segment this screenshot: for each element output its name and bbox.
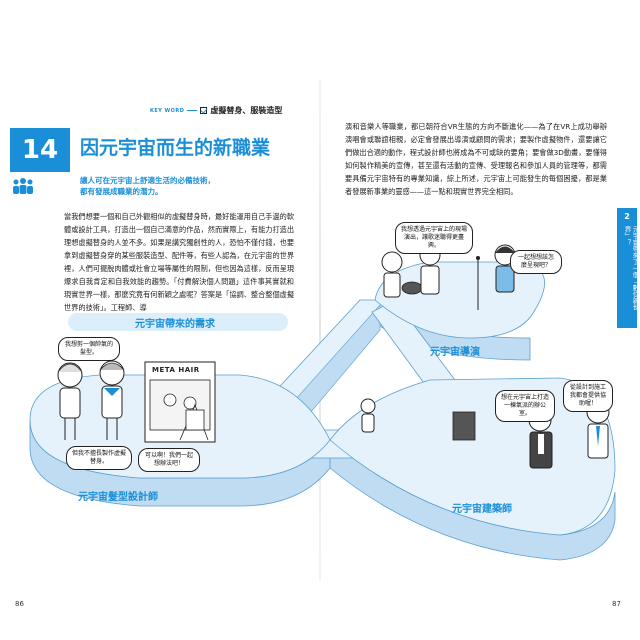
section-heading-bar bbox=[68, 313, 288, 331]
body-text-right: 演和音樂人等職業，都已朝符合VR生態的方向不斷進化——為了在VR上成功舉辦演唱會… bbox=[345, 122, 607, 196]
bubble-leave-to-me: 從設計到施工我都會提供協助喔！ bbox=[563, 380, 613, 412]
bubble-build-office: 想在元宇宙上打造一棟氣派的辦公室。 bbox=[495, 390, 555, 422]
side-tab-number: 2 bbox=[624, 212, 630, 221]
chapter-number: 14 bbox=[10, 128, 70, 172]
keyword-text: 虛擬替身、服裝造型 bbox=[210, 106, 283, 115]
chapter-title: 因元宇宙而生的新職業 bbox=[80, 137, 271, 159]
book-gutter bbox=[319, 80, 321, 580]
label-architect: 元宇宙建築師 bbox=[452, 504, 512, 515]
section-title: 元宇宙帶來的需求 bbox=[135, 319, 215, 330]
subtitle-line-2: 都有發展成職業的潛力。 bbox=[80, 187, 163, 196]
bubble-cant-make: 但我不擅長製作虛擬替身。 bbox=[66, 446, 132, 470]
bubble-together: 一起想想該怎麼呈現吧？ bbox=[510, 250, 562, 274]
hair-designer-scene bbox=[57, 360, 216, 443]
bubble-can-do: 可以啊！我們一起想辦法吧！ bbox=[138, 448, 200, 472]
walking-person bbox=[360, 398, 376, 433]
page-number-left: 86 bbox=[15, 600, 24, 608]
people-icon bbox=[13, 178, 33, 194]
chapter-subtitle: 讓人可在元宇宙上舒適生活的必備技術， 都有發展成職業的潛力。 bbox=[80, 175, 215, 197]
keyword-strip: KEY WORD 虛擬替身、服裝造型 bbox=[150, 105, 282, 116]
page-number-right: 87 bbox=[612, 600, 621, 608]
side-tab-text: 元宇宙帶來了一個「數位新世界」？ bbox=[623, 226, 639, 311]
keyword-arrow-icon bbox=[187, 110, 198, 111]
keyword-label: KEY WORD bbox=[150, 107, 185, 114]
bubble-want-show: 我想透過元宇宙上的現場演出，讓歌迷聽得更盡興。 bbox=[395, 222, 473, 254]
body-text-left: 當我們想要一個和自己外觀相似的虛擬替身時，最好能運用自己手邊的軟體或設計工具，打… bbox=[64, 212, 295, 312]
subtitle-line-1: 讓人可在元宇宙上舒適生活的必備技術， bbox=[80, 176, 215, 185]
director-scene bbox=[381, 244, 516, 310]
checkbox-icon bbox=[200, 107, 208, 114]
bubble-want-hair: 我想剪一個帥氣的髮型。 bbox=[58, 337, 120, 361]
label-hair-designer: 元宇宙髮型設計師 bbox=[78, 492, 158, 503]
chapter-side-tab: 2 元宇宙帶來了一個「數位新世界」？ bbox=[617, 208, 639, 328]
label-director: 元宇宙導演 bbox=[430, 347, 480, 358]
shop-sign: META HAIR bbox=[152, 366, 200, 374]
